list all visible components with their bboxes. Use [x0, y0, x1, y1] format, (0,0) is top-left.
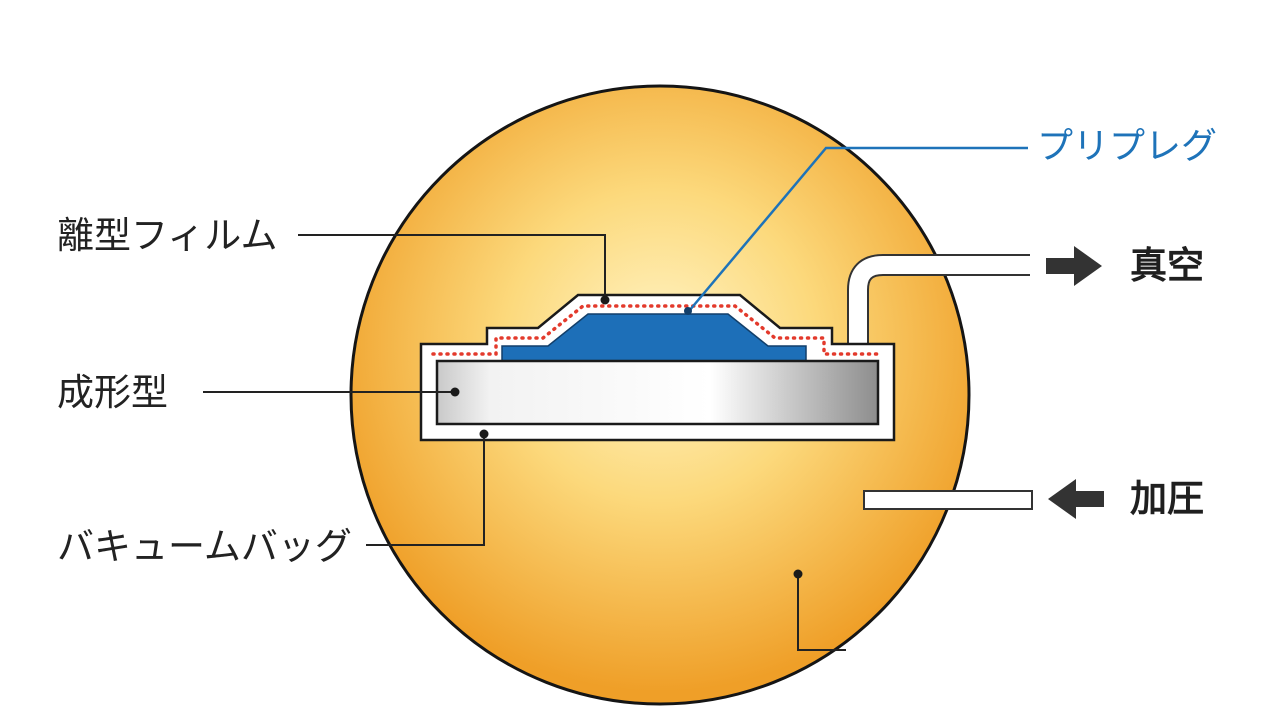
release-film-label: 離型フィルム — [57, 214, 278, 257]
prepreg-leader — [688, 146, 1028, 312]
autoclave-pointer-dot — [793, 569, 803, 579]
mold — [435, 359, 880, 426]
prepreg-pointer-dot — [684, 307, 692, 315]
autoclave-leader — [797, 574, 846, 651]
vacuum-bag-leader — [366, 434, 485, 546]
vacuum-pipe — [849, 256, 1032, 354]
mold-pointer-dot — [450, 387, 460, 397]
vacuum-bag-label: バキュームバッグ — [57, 525, 352, 568]
prepreg-layer — [501, 313, 807, 363]
mold-label: 成形型 — [57, 371, 168, 414]
pressure-pipe — [863, 490, 1033, 510]
vacuum-bag-pointer-dot — [479, 429, 489, 439]
pressure-arrow-left-icon — [1048, 479, 1104, 519]
prepreg-label: プリプレグ — [1037, 126, 1218, 167]
release-film-leader — [298, 234, 606, 299]
vacuum-arrow-right-icon — [1046, 246, 1102, 286]
pressure-label: 加圧 — [1130, 477, 1204, 520]
release-film — [431, 304, 884, 356]
vacuum-label: 真空 — [1130, 244, 1204, 287]
release-film-pointer-dot — [600, 295, 610, 305]
